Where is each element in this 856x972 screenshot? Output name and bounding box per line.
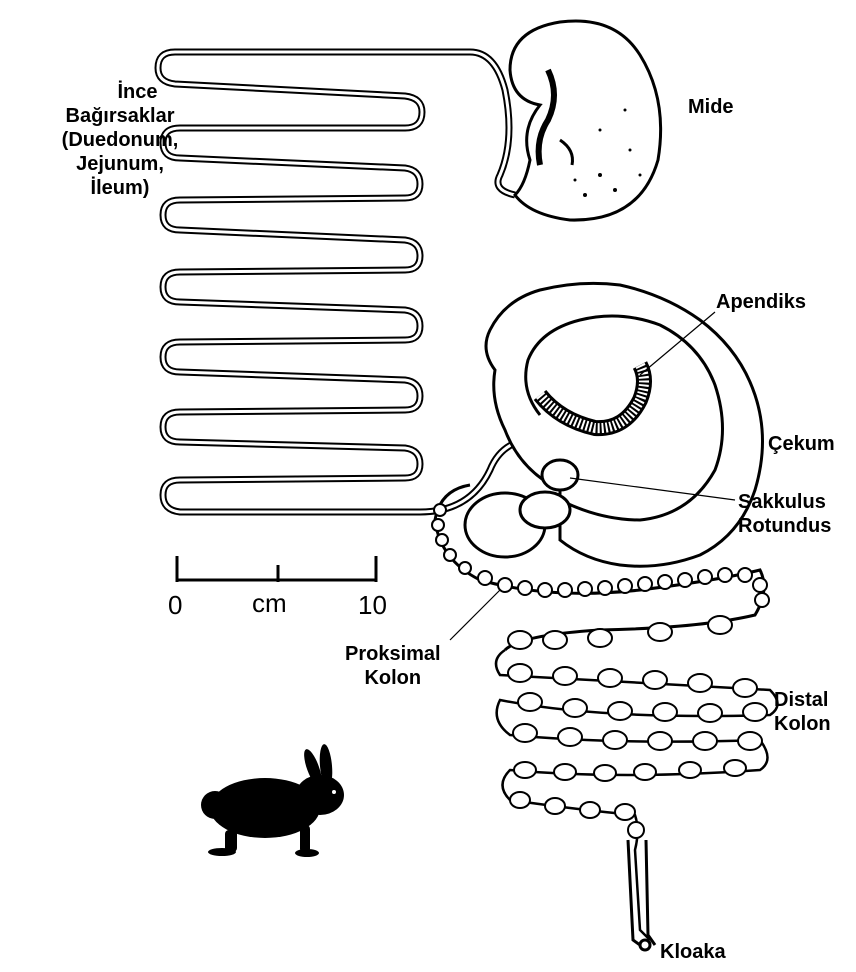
- cecum-label: Çekum: [768, 432, 835, 456]
- scale-unit: cm: [252, 588, 287, 619]
- small-intestine-label-line: İnce: [90, 80, 185, 104]
- small-intestine-label-line: (Duedonum,: [40, 128, 200, 152]
- distal-label-line: Distal: [774, 688, 831, 712]
- scale-bar: [177, 556, 376, 582]
- sacculus-label-line: Sakkulus: [738, 490, 831, 514]
- proximal-label-line: Proksimal: [345, 642, 441, 666]
- stomach-label: Mide: [688, 95, 734, 119]
- rectum: [628, 840, 655, 950]
- proximal-colon-label: Proksimal Kolon: [345, 642, 441, 690]
- stomach: [510, 21, 661, 220]
- sacculus-label-line: Rotundus: [738, 514, 831, 538]
- small-intestine-label: İnce: [90, 80, 185, 104]
- scale-start: 0: [168, 590, 182, 621]
- small-intestine-label-line: Bağırsaklar: [40, 104, 200, 128]
- small-intestine-inner: [158, 52, 550, 512]
- appendix-label: Apendiks: [716, 290, 806, 314]
- distal-colon-label: Distal Kolon: [774, 688, 831, 736]
- small-intestine-label-2: Bağırsaklar (Duedonum, Jejunum, İleum): [40, 104, 200, 200]
- scale-end: 10: [358, 590, 387, 621]
- rabbit-icon: [201, 744, 344, 857]
- kloaka-label: Kloaka: [660, 940, 726, 964]
- small-intestine-label-line: Jejunum,: [40, 152, 200, 176]
- proximal-label-line: Kolon: [345, 666, 441, 690]
- sacculus-rotundus-label: Sakkulus Rotundus: [738, 490, 831, 538]
- distal-colon-beads: [508, 616, 767, 838]
- small-intestine-label-line: İleum): [40, 176, 200, 200]
- distal-label-line: Kolon: [774, 712, 831, 736]
